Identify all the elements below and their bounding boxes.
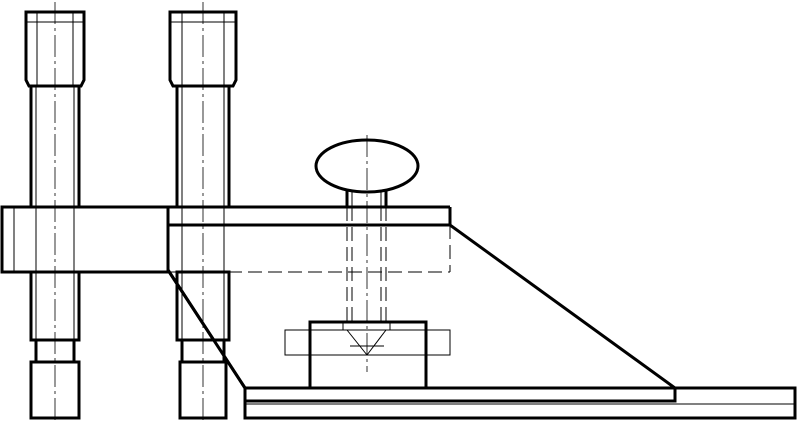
sliding-block bbox=[284, 320, 451, 390]
clamp-bar bbox=[0, 205, 452, 274]
support-plate-edge bbox=[166, 269, 247, 389]
stud-right bbox=[168, 2, 238, 423]
stud-left bbox=[24, 2, 86, 423]
base-plate bbox=[243, 386, 797, 420]
clamp-screw bbox=[345, 190, 388, 330]
